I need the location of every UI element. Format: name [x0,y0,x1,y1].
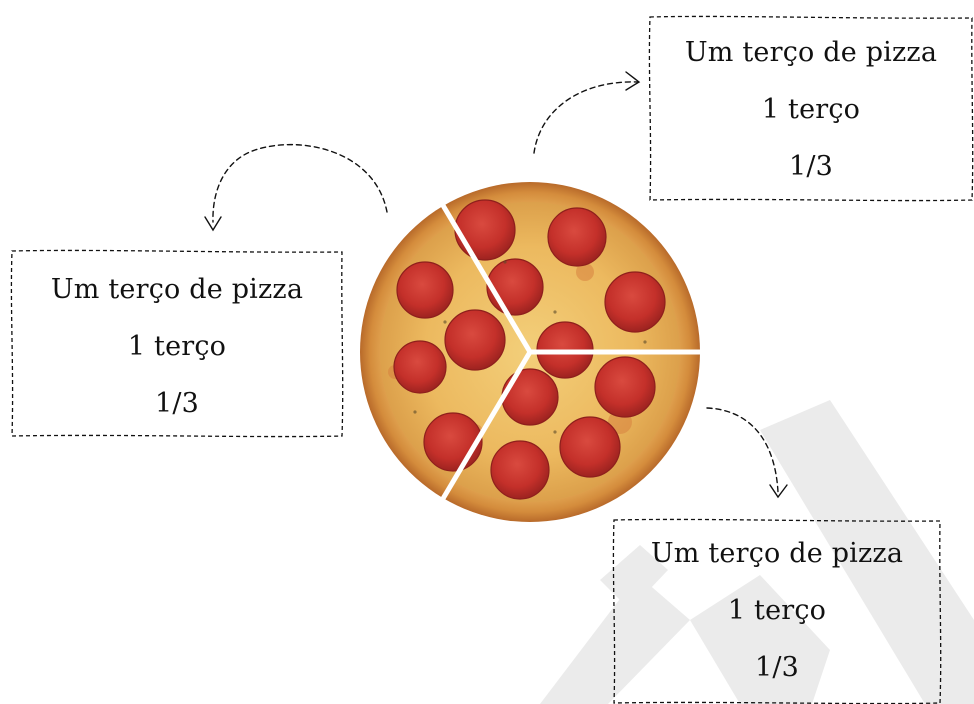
card-words: 1 terço [127,331,227,362]
card-title: Um terço de pizza [684,37,938,68]
dashed-card-border [612,518,942,704]
card-words: 1 terço [727,595,827,626]
card-fraction: 1/3 [788,151,834,182]
pepperoni-pizza-icon [360,182,705,522]
fraction-card-top-right: Um terço de pizza 1 terço 1/3 [648,14,974,202]
card-title: Um terço de pizza [650,538,904,569]
arrow-to-bottom-card [706,407,779,493]
card-fraction: 1/3 [754,652,800,683]
dashed-card-border [10,249,344,438]
fraction-card-bottom: Um terço de pizza 1 terço 1/3 [612,517,942,704]
pizza-image [355,182,705,522]
arrow-to-top-card [533,81,639,154]
dashed-card-border [648,15,974,202]
card-fraction: 1/3 [154,388,200,419]
card-title: Um terço de pizza [50,274,304,305]
card-words: 1 terço [761,94,861,125]
fraction-card-left: Um terço de pizza 1 terço 1/3 [10,248,344,438]
